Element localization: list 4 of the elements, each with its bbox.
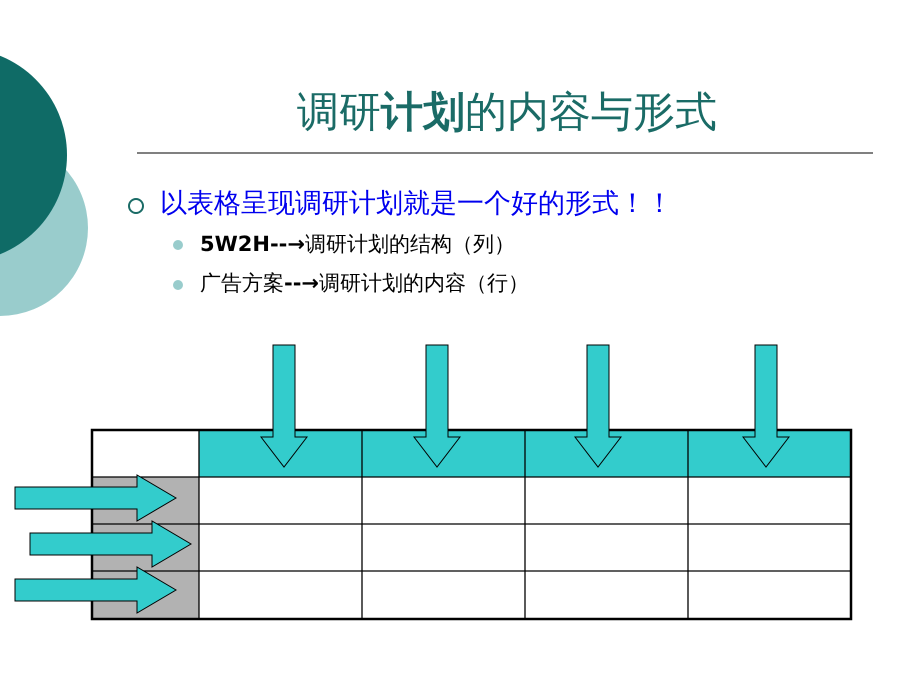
bullet-text: 5W2H--→调研计划的结构（列） — [200, 231, 515, 258]
bullet-text: 以表格呈现调研计划就是一个好的形式！！ — [160, 187, 673, 221]
bullet-text: 广告方案--→调研计划的内容（行） — [200, 270, 530, 297]
slide-title: 调研计划的内容与形式 — [296, 86, 718, 138]
